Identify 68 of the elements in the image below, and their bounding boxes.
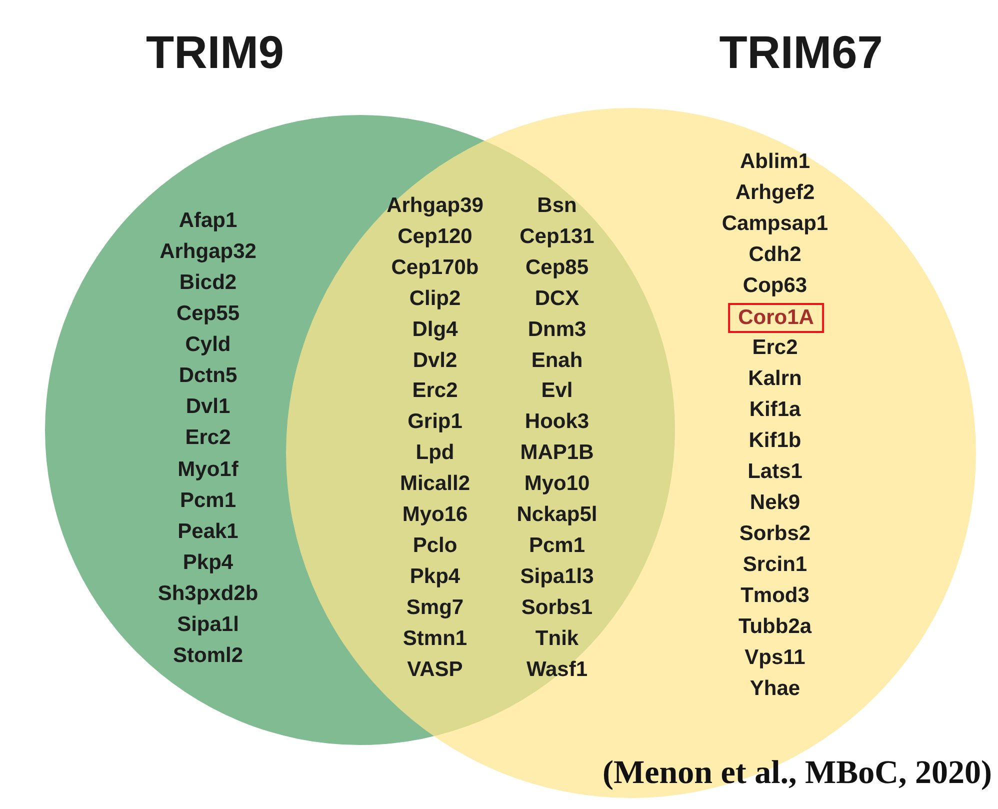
gene-name: Myo1f <box>178 456 238 483</box>
gene-name: VASP <box>407 656 463 682</box>
gene-name: Kif1b <box>748 428 802 454</box>
gene-name: Erc2 <box>185 425 231 452</box>
gene-name: Cep131 <box>520 224 594 250</box>
gene-name: Kif1a <box>749 397 801 423</box>
gene-name: Dnm3 <box>528 316 586 343</box>
gene-name: MAP1B <box>520 440 594 466</box>
gene-name: Yhae <box>750 676 800 702</box>
gene-name: Cop63 <box>742 273 808 299</box>
gene-name: Sipa1l3 <box>520 564 594 590</box>
gene-name: Clip2 <box>409 286 461 312</box>
gene-name: Vps11 <box>744 645 806 671</box>
gene-name: Cdh2 <box>748 242 802 268</box>
gene-name: Cep85 <box>525 254 589 281</box>
gene-name: DCX <box>534 286 580 312</box>
gene-name: Tubb2a <box>738 614 812 640</box>
gene-name: Dctn5 <box>178 363 238 390</box>
gene-name: Sipa1l <box>177 612 239 638</box>
citation-caption: (Menon et al., MBoC, 2020) <box>602 755 992 792</box>
gene-name: Campsap1 <box>722 211 828 237</box>
gene-name: Nckap5l <box>516 502 598 528</box>
gene-name: Ablim1 <box>740 149 810 175</box>
gene-name: Peak1 <box>178 518 238 545</box>
gene-name: Myo16 <box>402 502 468 528</box>
gene-name: Hook3 <box>524 409 590 436</box>
gene-name: Afap1 <box>178 208 238 234</box>
gene-name: Srcin1 <box>742 552 808 578</box>
set-heading: TRIM9 <box>146 25 284 79</box>
gene-name: Pclo <box>412 532 458 559</box>
gene-name: Pcm1 <box>528 532 586 559</box>
gene-name: Micall2 <box>400 471 470 498</box>
gene-name: Sorbs1 <box>521 594 593 621</box>
gene-name: Tnik <box>535 626 579 652</box>
gene-name: Wasf1 <box>526 656 588 682</box>
gene-name: Dvl1 <box>186 394 230 420</box>
gene-name: Sorbs2 <box>739 521 811 547</box>
gene-name: Pkp4 <box>182 550 234 576</box>
gene-name: Lpd <box>416 440 454 466</box>
gene-name: Erc2 <box>752 335 798 361</box>
gene-name: Erc2 <box>412 378 458 404</box>
gene-name: Myo10 <box>524 471 590 498</box>
gene-name: Smg7 <box>406 594 464 621</box>
gene-name: Cep120 <box>398 224 472 250</box>
gene-name: Cep55 <box>176 301 240 328</box>
gene-name: Bsn <box>537 193 577 219</box>
gene-name: Nek9 <box>750 490 800 516</box>
gene-name: Arhgap39 <box>386 193 484 219</box>
set-heading: TRIM67 <box>719 25 883 79</box>
gene-name: Stmn1 <box>402 626 468 652</box>
gene-name: Pcm1 <box>180 488 236 514</box>
gene-name: Bicd2 <box>179 270 237 296</box>
gene-name: Sh3pxd2b <box>158 580 258 607</box>
gene-name: Cyld <box>185 332 231 358</box>
highlighted-gene: Coro1A <box>728 303 824 333</box>
gene-name: Arhgap32 <box>160 239 256 266</box>
gene-name: Cep170b <box>391 254 479 281</box>
gene-name: Enah <box>531 348 583 374</box>
gene-name: Stoml2 <box>173 642 243 669</box>
gene-name: Tmod3 <box>740 583 810 609</box>
gene-name: Arhgef2 <box>735 180 815 206</box>
gene-name: Evl <box>541 378 573 404</box>
gene-name: Lats1 <box>748 459 802 485</box>
gene-name: Kalrn <box>748 366 802 392</box>
gene-name: Dlg4 <box>412 316 458 343</box>
gene-name: Pkp4 <box>410 564 460 590</box>
gene-name: Grip1 <box>408 409 462 436</box>
gene-name: Dvl2 <box>412 348 458 374</box>
